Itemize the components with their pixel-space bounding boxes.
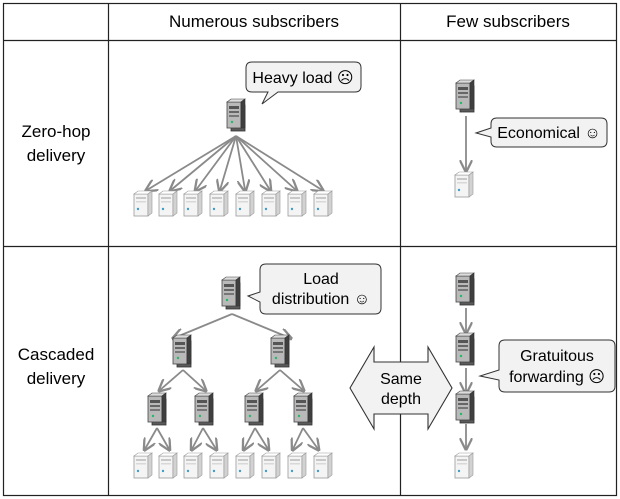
subscriber-servers-zero-hop: [133, 190, 333, 217]
server-light-icon: [133, 190, 153, 217]
same-depth-line1: Same: [380, 371, 422, 388]
server-dark-icon: [455, 332, 475, 366]
header-numerous-subscribers: Numerous subscribers: [169, 12, 339, 31]
callout-gratuitous-line2: forwarding ☹: [509, 369, 605, 386]
server-dark-icon: [293, 392, 313, 426]
server-light-icon: [133, 452, 153, 479]
server-light-icon: [158, 452, 178, 479]
callout-load-distribution: Load distribution ☺: [246, 263, 382, 315]
callout-gratuitous-forwarding: Gratuitous forwarding ☹: [478, 339, 616, 393]
callout-heavy-load-text: Heavy load ☹: [252, 70, 353, 87]
server-dark-icon: [194, 392, 214, 426]
row-label-cascaded-line1: Cascaded: [18, 345, 95, 364]
server-light-icon: [235, 452, 255, 479]
server-light-icon: [209, 190, 229, 217]
server-dark-icon: [455, 390, 475, 424]
row-label-zero-hop-line2: delivery: [27, 146, 86, 165]
server-dark-icon: [455, 272, 475, 306]
server-light-icon: [261, 190, 281, 217]
server-dark-icon: [147, 392, 167, 426]
same-depth-line2: depth: [381, 391, 421, 408]
callout-economical-text: Economical ☺: [497, 125, 600, 142]
server-light-icon: [261, 452, 281, 479]
server-light-icon: [209, 452, 229, 479]
callout-economical: Economical ☺: [474, 117, 608, 148]
same-depth-double-arrow: Same depth: [349, 344, 453, 432]
server-light-icon: [454, 171, 474, 198]
cascaded-tree-arrows: [145, 313, 318, 449]
server-dark-icon: [455, 79, 475, 113]
zero-hop-fanout-arrows: [147, 135, 322, 190]
callout-gratuitous-line1: Gratuitous: [520, 348, 594, 365]
row-label-zero-hop-line1: Zero-hop: [22, 122, 91, 141]
server-dark-icon: [244, 392, 264, 426]
callout-load-distribution-line2: distribution ☺: [272, 291, 370, 308]
row-label-cascaded-line2: delivery: [27, 369, 86, 388]
server-light-icon: [287, 190, 307, 217]
header-few-subscribers: Few subscribers: [446, 12, 570, 31]
callout-heavy-load: Heavy load ☹: [245, 61, 362, 105]
subscriber-servers-cascaded: [133, 452, 333, 479]
server-light-icon: [183, 452, 203, 479]
server-dark-icon: [172, 334, 192, 368]
server-light-icon: [313, 190, 333, 217]
server-dark-icon: [270, 334, 290, 368]
server-dark-icon: [221, 276, 241, 310]
server-light-icon: [454, 452, 474, 479]
server-light-icon: [235, 190, 255, 217]
server-light-icon: [313, 452, 333, 479]
server-light-icon: [183, 190, 203, 217]
server-dark-icon: [226, 98, 246, 132]
server-light-icon: [287, 452, 307, 479]
callout-load-distribution-line1: Load: [303, 271, 339, 288]
server-light-icon: [158, 190, 178, 217]
